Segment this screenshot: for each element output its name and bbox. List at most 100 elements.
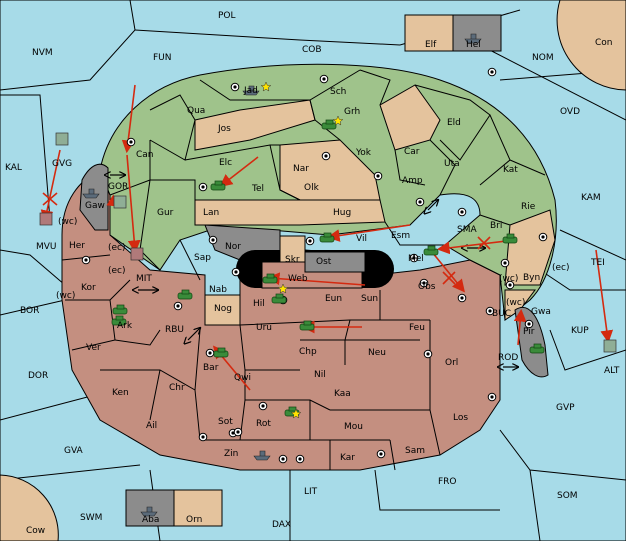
failed-orders [42,192,491,285]
supply-center-core-icon [490,70,494,74]
supply-center-core-icon [488,309,492,313]
label-hug: Hug [333,208,351,218]
label-orl: Orl [445,358,458,368]
supply-center-core-icon [236,430,240,434]
label-nvm: NVM [32,48,53,58]
gvg-unit-box [55,132,69,146]
label-ovd: OVD [560,107,580,117]
label-sch: Sch [330,87,346,97]
supply-center-core-icon [208,351,212,355]
army-unit-icon[interactable] [299,320,315,331]
army-unit-icon[interactable] [271,293,287,304]
supply-center-core-icon [527,322,531,326]
army-unit-icon[interactable] [319,232,335,243]
label-gaw: Gaw [85,201,105,211]
fleet-unit-icon[interactable] [242,85,260,96]
supply-center-core-icon [324,154,328,158]
label-rbu: RBU [165,325,184,335]
label-hel: Hel [466,40,481,50]
army-unit-icon[interactable] [502,233,518,244]
supply-center-core-icon [261,404,265,408]
label-esm: Esm [391,231,410,241]
label-cow: Cow [26,526,45,536]
label-gwa: Gwa [531,307,551,317]
label-orn: Orn [186,515,202,525]
label-kaa: Kaa [334,389,351,399]
label-olk: Olk [304,183,320,193]
army-unit-icon[interactable] [111,315,127,326]
label-web: Web [288,274,308,284]
mvu-unit-box [39,212,53,226]
fleet-unit-icon[interactable] [464,33,482,44]
ec-unit-box [130,247,144,261]
label-nor: Nor [225,242,241,252]
supply-center-core-icon [418,200,422,204]
label-wc4: (wc) [506,298,525,308]
car-eld-region [379,84,441,151]
label-qwi: Qwi [234,373,251,383]
army-unit-icon[interactable] [213,347,229,358]
label-skr: Skr [285,255,300,265]
label-ail: Ail [146,421,157,431]
label-amp: Amp [402,176,423,186]
army-unit-icon[interactable] [321,119,337,130]
label-gvg: GVG [52,159,72,169]
supply-center-core-icon [460,210,464,214]
skr-box [279,235,306,263]
label-uru: Uru [256,323,272,333]
label-kat: Kat [503,165,518,175]
rie-byn-region [504,209,556,286]
label-neu: Neu [368,348,386,358]
label-ec3: (ec) [552,263,570,273]
label-alt: ALT [604,366,620,376]
label-dor: DOR [28,371,48,381]
label-nab: Nab [209,285,227,295]
army-unit-icon[interactable] [529,343,545,354]
supply-center-core-icon [298,457,302,461]
label-ec2: (ec) [108,266,126,276]
orn-box [173,489,223,527]
label-rie: Rie [521,202,536,212]
label-gva: GVA [64,446,84,456]
label-lan: Lan [203,208,219,218]
supply-center-core-icon [422,281,426,285]
con-land [556,0,626,91]
label-vil: Vil [356,234,367,244]
label-mou: Mou [344,422,363,432]
label-nog: Nog [214,304,232,314]
label-kup: KUP [571,326,589,336]
army-unit-icon[interactable] [262,273,278,284]
army-unit-icon[interactable] [112,304,128,315]
army-unit-icon[interactable] [210,180,226,191]
fleet-unit-icon[interactable] [253,450,271,461]
army-unit-icon[interactable] [423,245,439,256]
supply-center-core-icon [211,238,215,242]
label-cob: COB [302,45,322,55]
units [82,33,545,517]
hel-box [452,14,502,52]
label-qua: Qua [187,106,205,116]
label-pir: Pir [523,327,535,337]
label-car: Car [404,147,420,157]
supply-center-core-icon [376,174,380,178]
fleet-unit-icon[interactable] [82,188,100,199]
supply-center-core-icon [201,185,205,189]
gor-unit-box [113,195,127,209]
label-bri: Bri [490,221,502,231]
fleet-unit-icon[interactable] [140,506,158,517]
supply-center-core-icon [129,140,133,144]
label-chr: Chr [169,383,185,393]
cow-land [0,474,59,541]
label-ec1: (ec) [108,243,126,253]
label-aba: Aba [142,515,159,525]
supply-centers [81,67,548,464]
supply-center-core-icon [508,283,512,287]
label-kam: KAM [581,193,601,203]
label-con: Con [595,38,613,48]
label-fro: FRO [438,477,457,487]
supply-center-core-icon [490,395,494,399]
label-yok: Yok [355,148,372,158]
army-unit-icon[interactable] [177,289,193,300]
